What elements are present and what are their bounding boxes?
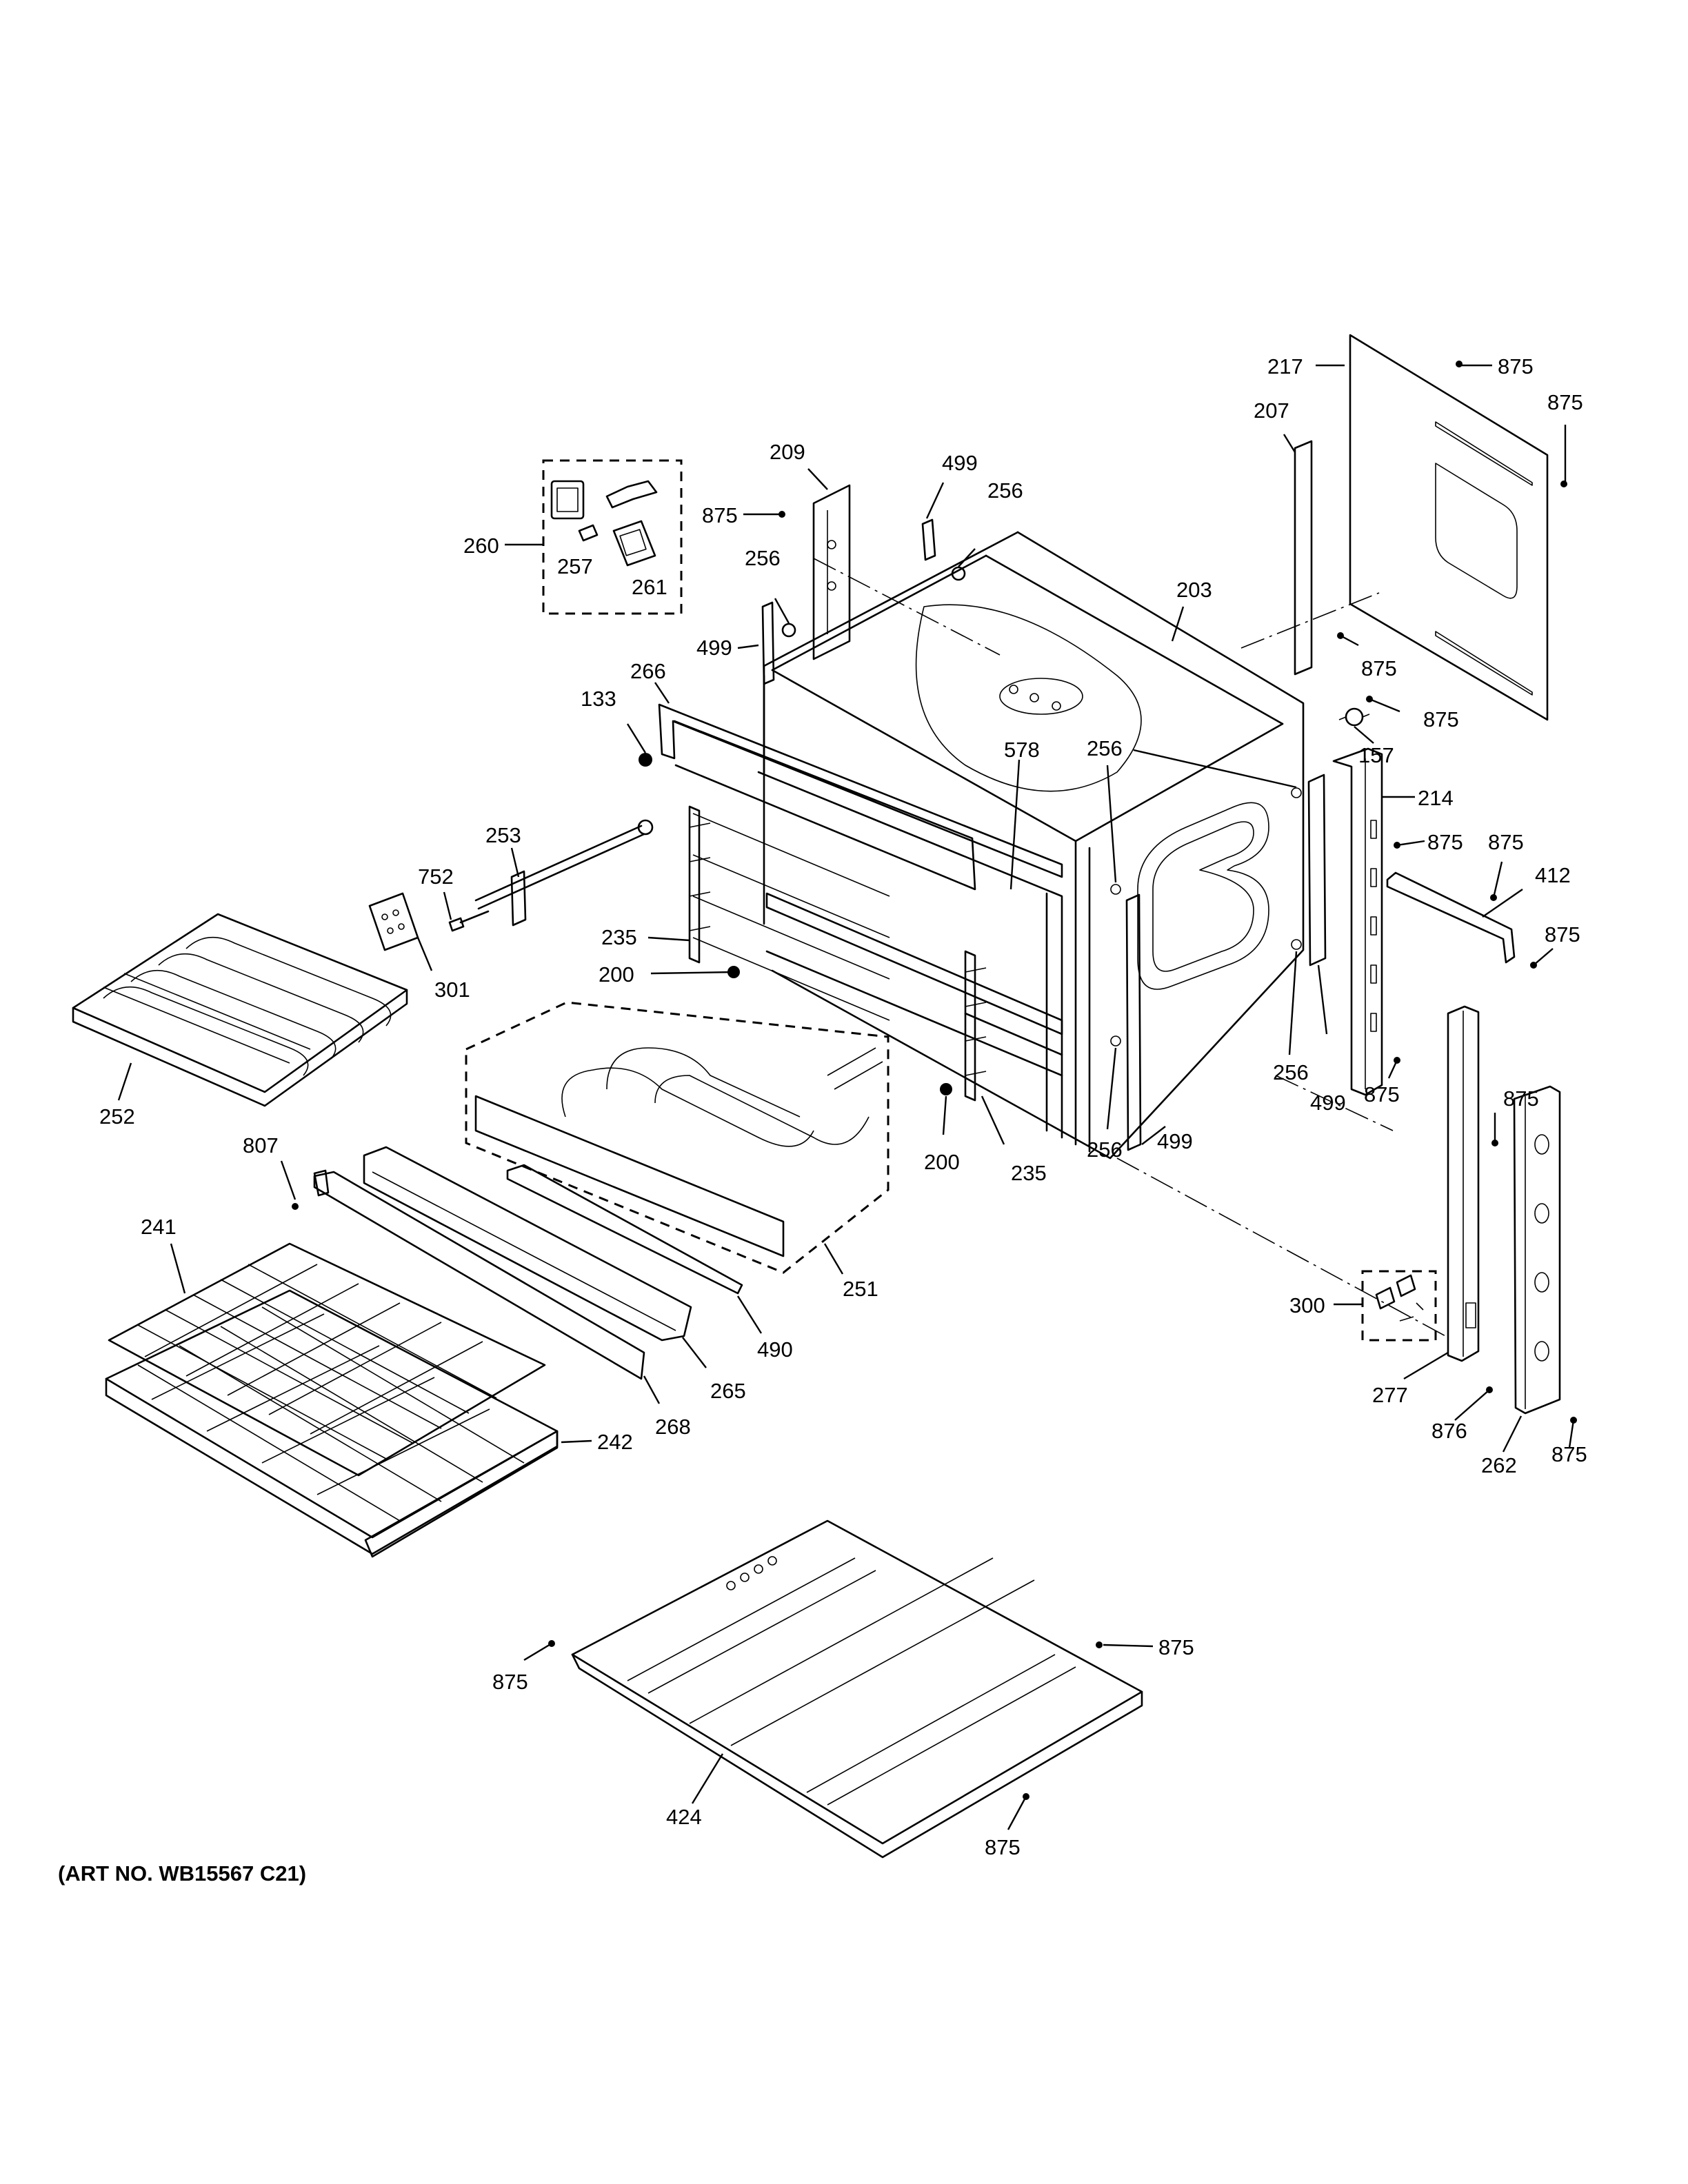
label-266: 266 [630, 659, 666, 683]
rail-490 [506, 1164, 743, 1295]
fastener-dots [292, 361, 1577, 1800]
label-252: 252 [99, 1104, 135, 1129]
label-203: 203 [1176, 578, 1212, 602]
side-strip-207 [1294, 440, 1313, 676]
guide-line [1275, 1075, 1394, 1131]
label-133: 133 [581, 687, 616, 711]
part-260-group [542, 459, 683, 615]
art-number: (ART NO. WB15567 C21) [58, 1861, 306, 1885]
label-875: 875 [1427, 830, 1463, 854]
label-265: 265 [710, 1379, 746, 1403]
label-875: 875 [985, 1835, 1021, 1859]
label-256: 256 [987, 478, 1023, 503]
label-256: 256 [1087, 736, 1123, 760]
bracket-499-right [1307, 774, 1327, 967]
bracket-412 [1386, 871, 1516, 964]
guide-line [1240, 592, 1380, 649]
panel-262 [1513, 1085, 1561, 1415]
oven-rack-241 [108, 1242, 546, 1477]
label-499: 499 [942, 451, 978, 475]
label-301: 301 [434, 978, 470, 1002]
label-207: 207 [1254, 398, 1289, 423]
insulator-301 [368, 892, 419, 951]
back-panel-217 [1349, 334, 1549, 721]
bracket-499-front [1125, 893, 1142, 1151]
bracket-209 [812, 484, 851, 660]
label-256: 256 [1273, 1060, 1309, 1084]
label-875: 875 [1545, 922, 1580, 947]
vent-266 [658, 703, 1063, 891]
label-875: 875 [1488, 830, 1524, 854]
label-214: 214 [1418, 786, 1454, 810]
bake-element-251 [465, 1001, 890, 1274]
part-300-group [1361, 1270, 1437, 1342]
rail-277 [1447, 1005, 1480, 1362]
label-875: 875 [702, 503, 738, 527]
broil-element-252 [72, 913, 408, 1107]
label-209: 209 [770, 440, 805, 464]
label-875: 875 [492, 1670, 528, 1694]
label-268: 268 [655, 1415, 691, 1439]
guide-line [1116, 1157, 1449, 1338]
label-300: 300 [1289, 1293, 1325, 1317]
label-235: 235 [601, 925, 637, 949]
rack-support-235-right [964, 950, 987, 1102]
label-578: 578 [1004, 738, 1040, 762]
label-256: 256 [1087, 1138, 1123, 1162]
label-241: 241 [141, 1215, 177, 1239]
label-257: 257 [557, 554, 593, 578]
grommet-256-left [781, 623, 796, 638]
bracket-499-top [921, 518, 936, 561]
label-807: 807 [243, 1133, 279, 1157]
guide-line [813, 558, 1001, 656]
trim-265 [363, 1146, 692, 1342]
leader-lines [117, 364, 1575, 1830]
oven-rack-242 [105, 1289, 559, 1558]
label-875: 875 [1551, 1442, 1587, 1466]
bracket-499-left [761, 601, 775, 685]
bracket-807 [313, 1169, 330, 1197]
label-875: 875 [1361, 656, 1397, 680]
terminal-253 [474, 819, 654, 927]
label-200: 200 [924, 1150, 960, 1174]
label-277: 277 [1372, 1383, 1408, 1407]
label-412: 412 [1535, 863, 1571, 887]
label-251: 251 [843, 1277, 878, 1301]
screw-752 [448, 910, 490, 932]
part-labels: 217 875 875 207 209 499 256 875 260 257 … [58, 354, 1587, 1885]
label-235: 235 [1011, 1161, 1047, 1185]
label-499: 499 [696, 636, 732, 660]
label-752: 752 [418, 865, 454, 889]
label-157: 157 [1358, 743, 1394, 767]
label-261: 261 [632, 575, 667, 599]
bottom-panel-424 [571, 1519, 1143, 1859]
label-217: 217 [1267, 354, 1303, 378]
label-876: 876 [1431, 1419, 1467, 1443]
channel-214 [1332, 747, 1383, 1096]
label-875: 875 [1503, 1086, 1539, 1111]
label-499: 499 [1310, 1091, 1346, 1115]
label-260: 260 [463, 534, 499, 558]
label-242: 242 [597, 1430, 633, 1454]
label-875: 875 [1547, 390, 1583, 414]
rack-support-235-left [688, 805, 711, 964]
label-424: 424 [666, 1805, 702, 1829]
label-875: 875 [1364, 1082, 1400, 1106]
label-875: 875 [1498, 354, 1534, 378]
label-875: 875 [1423, 707, 1459, 731]
label-253: 253 [485, 823, 521, 847]
label-262: 262 [1481, 1453, 1517, 1477]
label-499: 499 [1157, 1129, 1193, 1153]
grommet-256-top [951, 566, 966, 581]
sensor-157 [1338, 707, 1370, 727]
label-200: 200 [599, 962, 634, 987]
trim-268 [313, 1171, 645, 1380]
label-256: 256 [745, 546, 781, 570]
label-875: 875 [1158, 1635, 1194, 1659]
oven-cavity-203 [692, 531, 1305, 1160]
label-490: 490 [757, 1337, 793, 1362]
